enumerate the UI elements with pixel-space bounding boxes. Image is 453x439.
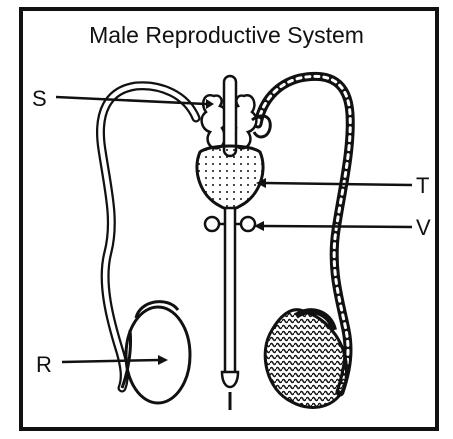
glans (222, 372, 238, 387)
label-t: T (416, 173, 429, 198)
right-testis (265, 310, 346, 408)
left-testis (122, 302, 190, 403)
bladder-neck (224, 76, 236, 156)
label-r: R (36, 352, 52, 377)
label-arrow-t (256, 178, 412, 188)
prostate-gland (197, 146, 263, 209)
urethra (225, 208, 235, 374)
label-s: S (32, 86, 47, 111)
label-v: V (416, 215, 431, 240)
